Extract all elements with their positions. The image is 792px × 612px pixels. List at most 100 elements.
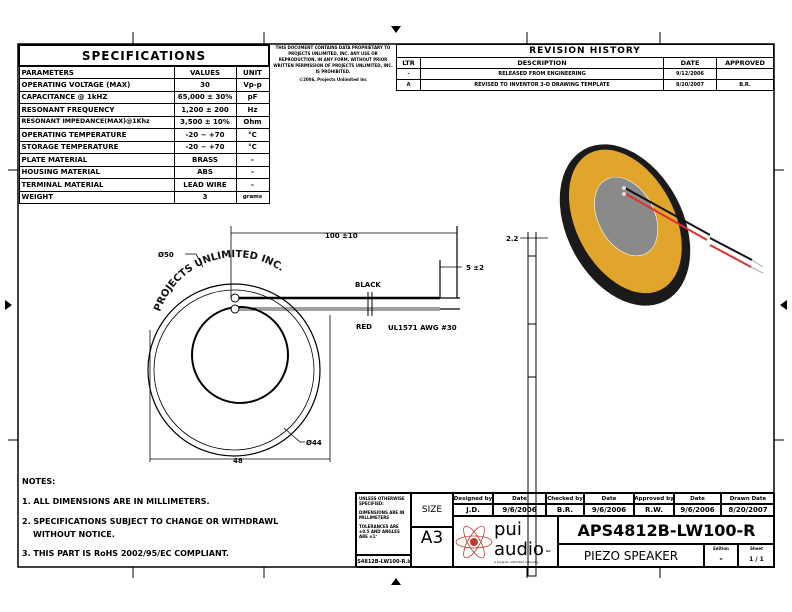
zone-ticks: [8, 32, 784, 578]
tolerance-note: UNLESS OTHERWISE SPECIFIED: DIMENSIONS A…: [356, 493, 411, 555]
sheet-cell: Sheet 1 / 1: [738, 544, 775, 568]
value-cell: 30: [173, 78, 237, 92]
atom-logo-icon: [455, 525, 493, 559]
notice-text: THIS DOCUMENT CONTAINS DATA PROPRIETARY …: [273, 45, 393, 74]
param-cell: OPERATING VOLTAGE (MAX): [18, 78, 175, 92]
unit-cell: -: [235, 178, 270, 192]
center-arrow-right-icon: [780, 300, 787, 310]
param-cell: HOUSING MATERIAL: [18, 165, 175, 179]
unit-cell: Ohm: [235, 115, 270, 129]
ltr-cell: -: [396, 68, 421, 80]
header-approved: APPROVED: [716, 57, 774, 69]
tolerances-text: TOLERANCES ARE ±0.5 AND ANGLES ARE ±1°: [359, 524, 400, 539]
table-header-row: LTR DESCRIPTION DATE APPROVED: [396, 57, 774, 69]
dim-outer-dia-label: Ø50: [158, 251, 174, 259]
value-cell: BRASS: [173, 153, 237, 167]
logo-text-group: pui audio a projects unlimited company: [494, 518, 544, 565]
value-cell: 3: [173, 190, 237, 204]
date-label: Date: [493, 493, 546, 504]
part-name: PIEZO SPEAKER: [558, 544, 704, 568]
designed-by-value: J.D.: [453, 504, 493, 516]
approved-by-value: R.W.: [634, 504, 674, 516]
unit-cell: grams: [235, 190, 270, 204]
unit-cell: °C: [235, 140, 270, 154]
housing-inner-circle: [153, 289, 315, 451]
header-unit: UNIT: [235, 65, 270, 79]
designed-by-label: Designed by: [453, 493, 493, 504]
param-cell: PLATE MATERIAL: [18, 153, 175, 167]
logo-text-pui: pui: [494, 518, 522, 540]
value-cell: ABS: [173, 165, 237, 179]
param-cell: RESONANT FREQUENCY: [18, 103, 175, 117]
table-header-row: PARAMETERS VALUES UNIT: [18, 65, 270, 79]
wire-black-label: BLACK: [355, 281, 381, 289]
value-cell: 65,000 ± 30%: [173, 90, 237, 104]
file-name: APS4812B-LW100-R.idw: [356, 555, 411, 568]
unit-cell: Vp-p: [235, 78, 270, 92]
unit-cell: pF: [235, 90, 270, 104]
proprietary-notice: THIS DOCUMENT CONTAINS DATA PROPRIETARY …: [272, 45, 394, 83]
copyright-text: ©2006, Projects Unlimited Inc: [299, 77, 367, 82]
dims-text: DIMENSIONS ARE IN MILLIMETERS: [359, 510, 405, 520]
center-arrow-bottom-icon: [391, 578, 401, 585]
note-item: 2. SPECIFICATIONS SUBJECT TO CHANGE OR W…: [22, 517, 279, 526]
param-cell: OPERATING TEMPERATURE: [18, 128, 175, 142]
unless-text: UNLESS OTHERWISE SPECIFIED:: [359, 496, 405, 506]
sheet-label: Sheet: [749, 546, 764, 551]
date-cell: 9/12/2006: [663, 68, 717, 80]
checked-by-value: B.R.: [546, 504, 584, 516]
value-cell: 1,200 ± 200: [173, 103, 237, 117]
center-arrow-top-icon: [391, 26, 401, 33]
wire-spec-label: UL1571 AWG #30: [388, 324, 457, 332]
size-label: SIZE: [411, 493, 453, 527]
header-ltr: LTR: [396, 57, 421, 69]
specifications-table: SPECIFICATIONS PARAMETERS VALUES UNIT OP…: [18, 44, 270, 204]
note-item: WITHOUT NOTICE.: [33, 530, 115, 539]
date-value: 9/6/2006: [493, 504, 546, 516]
dim-strip-label: 5 ±2: [466, 264, 484, 272]
approved-cell: [716, 68, 774, 80]
dim-length-label: 100 ±10: [325, 232, 358, 240]
revision-history-table: REVISION HISTORY LTR DESCRIPTION DATE AP…: [396, 44, 774, 91]
header-parameters: PARAMETERS: [18, 65, 175, 79]
value-cell: 3,500 ± 10%: [173, 115, 237, 129]
specifications-title: SPECIFICATIONS: [18, 44, 270, 67]
param-cell: TERMINAL MATERIAL: [18, 178, 175, 192]
side-view: [520, 232, 548, 577]
description-cell: RELEASED FROM ENGINEERING: [420, 68, 664, 80]
dim-thickness-label: 2.2: [506, 235, 519, 243]
center-arrow-left-icon: [5, 300, 12, 310]
approved-cell: B.R.: [716, 79, 774, 91]
size-value: A3: [411, 527, 453, 568]
plate-circle: [191, 306, 289, 404]
value-cell: -20 ~ +70: [173, 140, 237, 154]
unit-cell: -: [235, 153, 270, 167]
dim-width-label: 48: [233, 457, 243, 465]
dim-inner-dia-label: Ø44: [306, 439, 322, 447]
note-item: 3. THIS PART IS RoHS 2002/95/EC COMPLIAN…: [22, 549, 229, 558]
edition-cell: Edition -: [704, 544, 738, 568]
pui-audio-logo: pui audio a projects unlimited company i…: [453, 516, 558, 568]
approved-by-label: Approved by: [634, 493, 674, 504]
front-view: [147, 226, 462, 462]
date-value: 9/6/2006: [674, 504, 721, 516]
edition-value: -: [719, 554, 723, 563]
edition-label: Edition: [713, 546, 729, 551]
param-cell: STORAGE TEMPERATURE: [18, 140, 175, 154]
note-item: 1. ALL DIMENSIONS ARE IN MILLIMETERS.: [22, 497, 210, 506]
drawn-date-label: Drawn Date: [721, 493, 775, 504]
description-cell: REVISED TO INVENTOR 3-D DRAWING TEMPLATE: [420, 79, 664, 91]
isometric-view: [559, 144, 691, 306]
part-number: APS4812B-LW100-R: [558, 516, 775, 544]
unit-cell: Hz: [235, 103, 270, 117]
iso-wires: [622, 186, 764, 274]
